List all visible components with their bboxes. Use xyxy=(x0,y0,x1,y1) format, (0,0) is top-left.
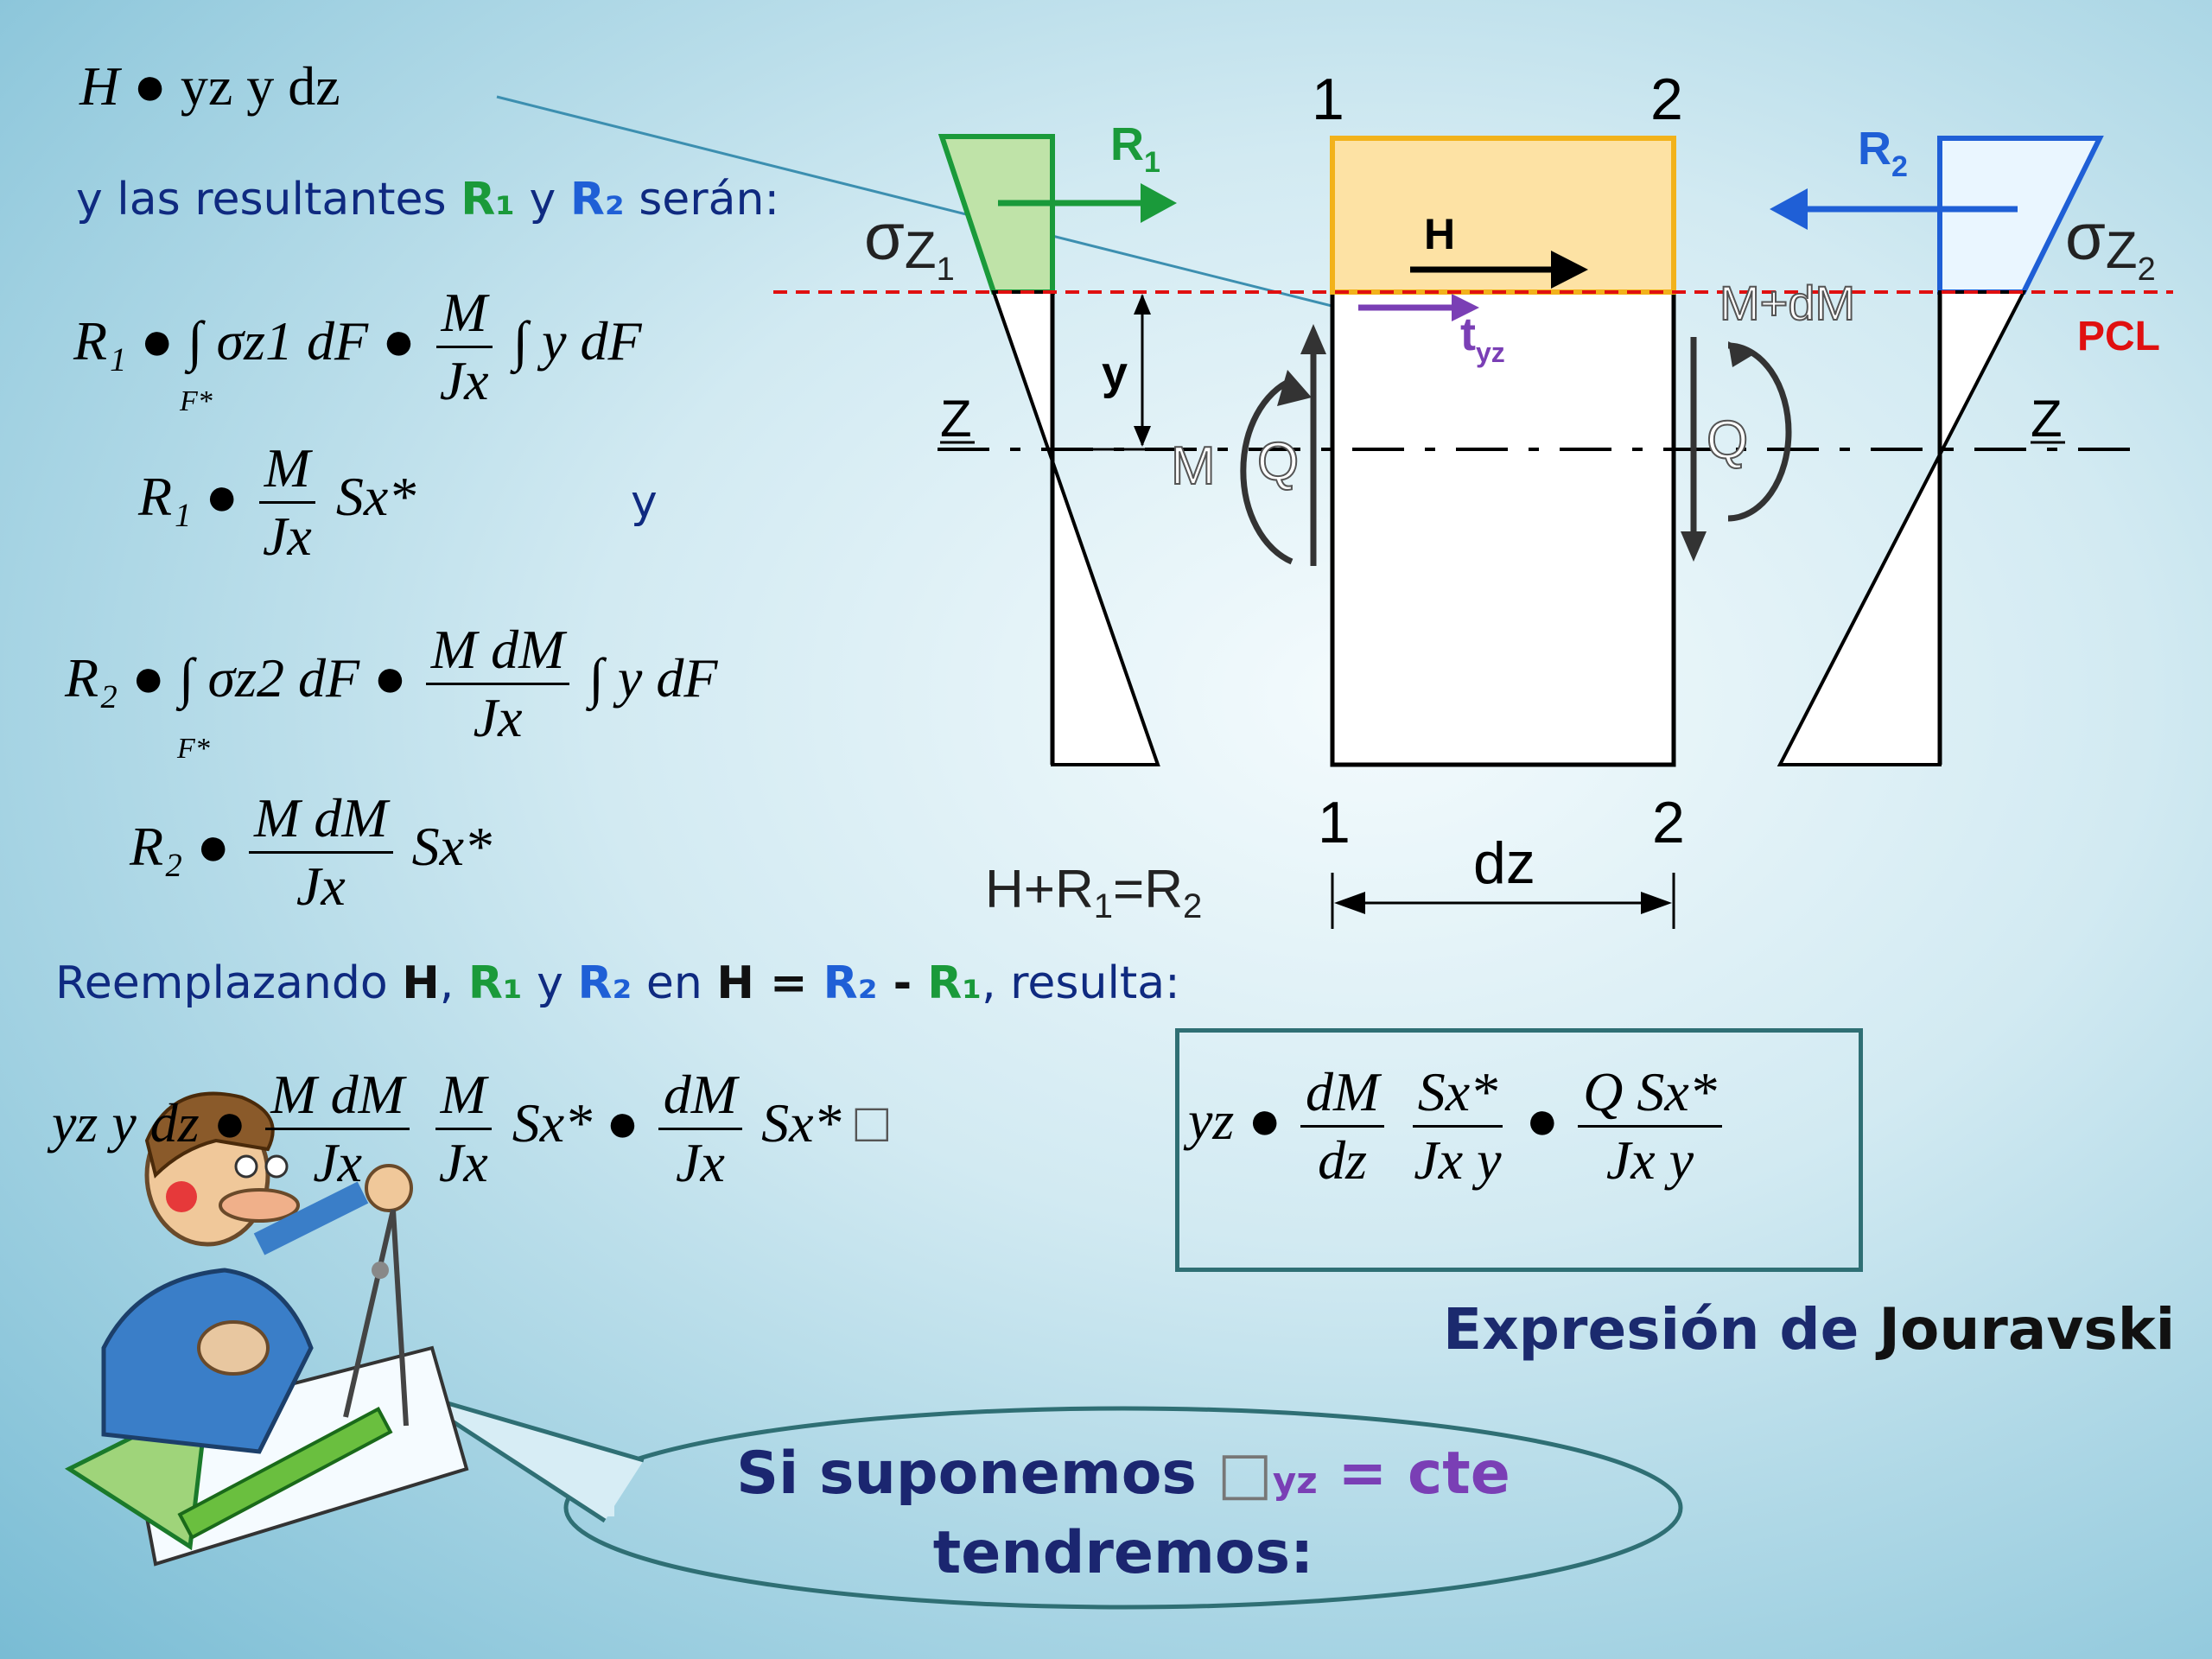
pcl-label: PCL xyxy=(2077,314,2160,359)
engineer-cartoon xyxy=(64,1091,469,1567)
section-1-top: 1 xyxy=(1312,67,1344,132)
q-label-right: Q xyxy=(1707,410,1748,470)
r1-label: R1 xyxy=(1110,118,1160,179)
text-y: y xyxy=(631,476,658,528)
sigma-z1-label: σZ1 xyxy=(864,200,955,288)
r2-label: R2 xyxy=(1858,123,1908,183)
upper-block xyxy=(1330,136,1676,295)
stress-block-left-top xyxy=(938,134,1055,295)
y-label: y xyxy=(1102,347,1128,399)
stress-triangle-right xyxy=(1777,290,2027,766)
section-1-bottom: 1 xyxy=(1318,790,1351,855)
eq-r1-limit: F* xyxy=(180,385,213,417)
bubble-text: Si suponemos □yz = cte tendremos: xyxy=(736,1440,1510,1587)
jouravski-title: Expresión de Jouravski xyxy=(1443,1296,2176,1363)
h-label: H xyxy=(1424,210,1455,258)
z-label-left: Z xyxy=(940,390,972,448)
section-2-bottom: 2 xyxy=(1652,790,1685,855)
text-resultantes: y las resultantes R₁ y R₂ serán: xyxy=(76,174,780,226)
eq-h: H ● yz y dz xyxy=(79,55,340,117)
dz-label: dz xyxy=(1473,830,1535,896)
sigma-z2-label: σZ2 xyxy=(2065,200,2156,288)
section-2-top: 2 xyxy=(1650,67,1683,132)
m-label: M xyxy=(1171,436,1216,496)
equilibrium-equation: H+R1=R2 xyxy=(985,860,1202,925)
jouravski-box xyxy=(1175,1028,1863,1272)
z-label-right: Z xyxy=(2031,390,2063,448)
q-label-left: Q xyxy=(1257,432,1299,492)
speech-bubble xyxy=(563,1406,1683,1610)
tyz-label: tyz xyxy=(1460,308,1505,368)
mdm-label: M+dM xyxy=(1719,276,1855,330)
stress-triangle-left xyxy=(991,290,1160,766)
text-reemplazando: Reemplazando H, R₁ y R₂ en H = R₂ - R₁, … xyxy=(55,957,1180,1009)
eq-r2-limit: F* xyxy=(177,733,210,765)
